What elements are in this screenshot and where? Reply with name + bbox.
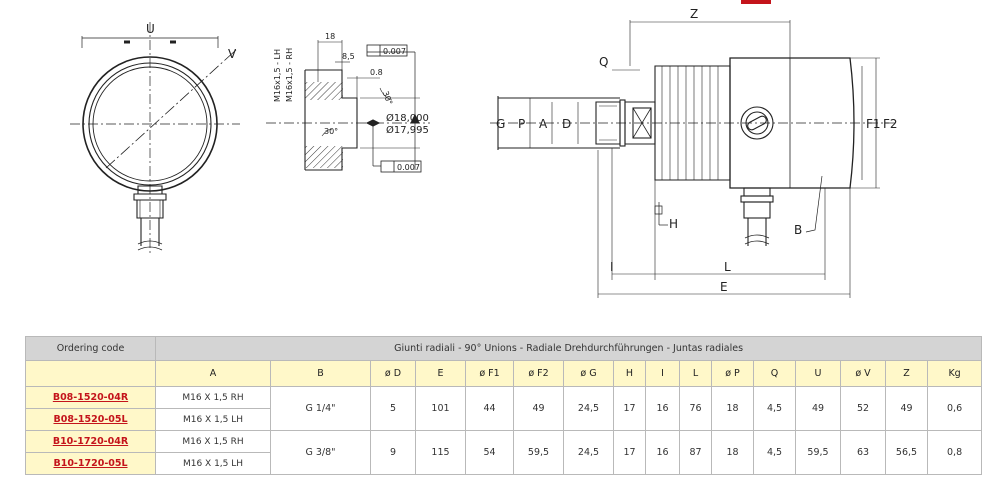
label-h: H: [669, 217, 678, 231]
cell-q: 4,5: [753, 430, 796, 475]
dimensions-table: Ordering code Giunti radiali - 90° Union…: [25, 336, 982, 475]
cell-kg: 0,6: [926, 386, 982, 431]
label-v: V: [228, 47, 237, 61]
column-header: Q: [753, 360, 796, 387]
tolerance-1: 0.007: [383, 47, 406, 56]
cell-h: 17: [613, 430, 646, 475]
column-header: H: [613, 360, 646, 387]
angle-30-a: 30°: [381, 90, 394, 106]
cell-d: 9: [370, 430, 416, 475]
column-header: A: [155, 360, 271, 387]
table-row: B10-1720-04R M16 X 1,5 RH G 3/8" 9 115 5…: [25, 430, 982, 475]
shaft-detail: [266, 40, 430, 173]
table-row: B08-1520-05L M16 X 1,5 LH: [25, 408, 982, 431]
cell-u: 49: [795, 386, 841, 431]
diameter-max: Ø18,000: [386, 112, 429, 124]
cell-p: 18: [711, 386, 754, 431]
cell-i: 16: [645, 430, 680, 475]
column-header: B: [270, 360, 371, 387]
label-p: P: [518, 117, 525, 131]
cell-v: 63: [840, 430, 886, 475]
column-header: ø V: [840, 360, 886, 387]
front-view: [70, 22, 240, 255]
tolerance-2: 0.007: [397, 163, 420, 172]
diameter-min: Ø17,995: [386, 124, 429, 136]
cell-g: 24,5: [563, 430, 614, 475]
cell-d: 5: [370, 386, 416, 431]
cell-b: G 3/8": [270, 430, 371, 475]
label-f2: F2: [883, 117, 898, 131]
thread-lh: M16x1,5 - LH: [273, 49, 282, 102]
cell-b: G 1/4": [270, 386, 371, 431]
column-header: ø G: [563, 360, 614, 387]
table-row: B08-1520-04R M16 X 1,5 RH G 1/4" 5 101 4…: [25, 386, 982, 431]
cell-i: 16: [645, 386, 680, 431]
cell-z: 49: [885, 386, 928, 431]
label-u: U: [146, 22, 155, 36]
cell-f1: 44: [465, 386, 514, 431]
header-ordering-code: Ordering code: [25, 336, 156, 361]
dim-8-5: 8,5: [342, 52, 355, 61]
cell-u: 59,5: [795, 430, 841, 475]
ordering-code-link[interactable]: B08-1520-04R: [52, 392, 129, 403]
cell-g: 24,5: [563, 386, 614, 431]
cell-a: M16 X 1,5 RH: [155, 386, 271, 409]
ordering-code-link[interactable]: B10-1720-04R: [52, 436, 129, 447]
cell-e: 115: [415, 430, 466, 475]
thread-rh: M16x1,5 - RH: [285, 48, 294, 102]
label-a: A: [539, 117, 548, 131]
label-f1: F1: [866, 117, 881, 131]
cell-a: M16 X 1,5 LH: [155, 452, 271, 475]
column-code-blank: [25, 360, 156, 387]
side-view: [490, 20, 895, 298]
cell-kg: 0,8: [926, 430, 982, 475]
label-i: I: [610, 260, 614, 274]
table-row: B10-1720-05L M16 X 1,5 LH: [25, 452, 982, 475]
column-header: ø P: [711, 360, 754, 387]
dim-0-8: 0.8: [370, 68, 383, 77]
cell-p: 18: [711, 430, 754, 475]
cell-f2: 49: [513, 386, 564, 431]
label-z: Z: [690, 7, 698, 21]
ordering-code-link[interactable]: B10-1720-05L: [53, 458, 128, 469]
column-header: Z: [885, 360, 928, 387]
header-title: Giunti radiali - 90° Unions - Radiale Dr…: [154, 336, 982, 361]
label-q: Q: [599, 55, 608, 69]
column-header: I: [645, 360, 680, 387]
label-e: E: [720, 280, 728, 294]
cell-a: M16 X 1,5 RH: [155, 430, 271, 453]
cell-e: 101: [415, 386, 466, 431]
dim-18: 18: [325, 32, 335, 41]
column-header: Kg: [926, 360, 982, 387]
cell-l: 76: [679, 386, 712, 431]
cell-f1: 54: [465, 430, 514, 475]
cell-a: M16 X 1,5 LH: [155, 408, 271, 431]
column-header: L: [679, 360, 712, 387]
label-l: L: [724, 260, 731, 274]
cell-f2: 59,5: [513, 430, 564, 475]
column-header: U: [795, 360, 841, 387]
cell-l: 87: [679, 430, 712, 475]
ordering-code-link[interactable]: B08-1520-05L: [53, 414, 128, 425]
column-header: ø F1: [465, 360, 514, 387]
column-header: ø F2: [513, 360, 564, 387]
label-b: B: [794, 223, 802, 237]
column-header: E: [415, 360, 466, 387]
cell-v: 52: [840, 386, 886, 431]
label-g: G: [496, 117, 505, 131]
cell-q: 4,5: [753, 386, 796, 431]
technical-drawing: U V Z Q G P A D F1 F2 H B I L E 18 8,5 0…: [70, 0, 898, 298]
angle-30-b: 30°: [324, 127, 338, 136]
label-d: D: [562, 117, 571, 131]
column-header: ø D: [370, 360, 416, 387]
cell-z: 56,5: [885, 430, 928, 475]
cell-h: 17: [613, 386, 646, 431]
